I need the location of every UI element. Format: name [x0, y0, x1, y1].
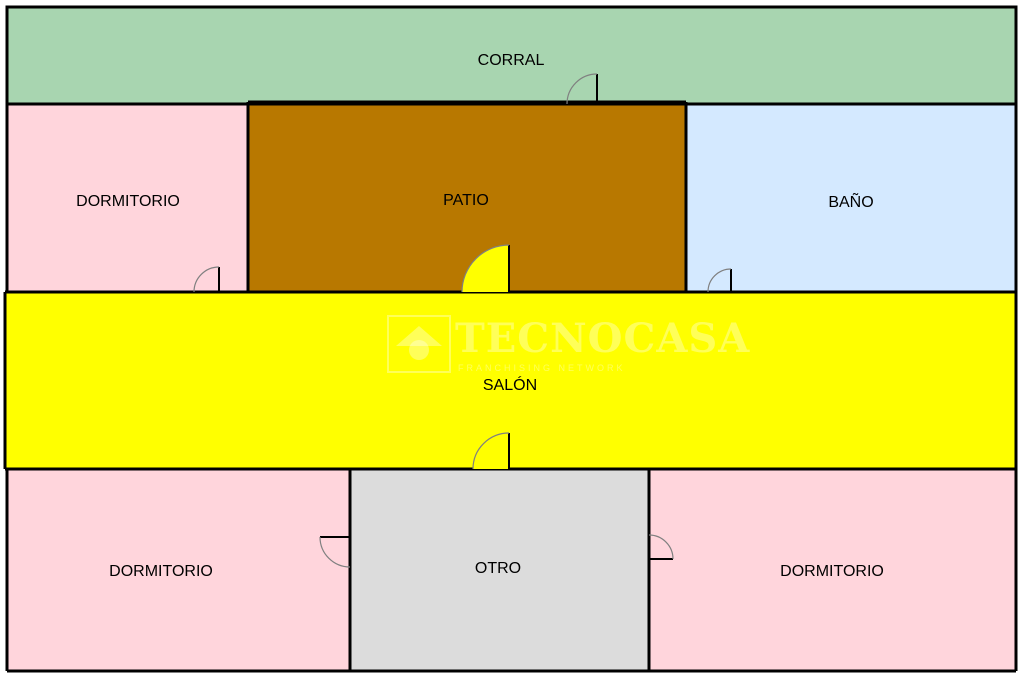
room-dormitorio-top	[7, 104, 248, 292]
room-otro	[350, 469, 649, 671]
house-logo-icon	[387, 315, 451, 373]
room-dormitorio-bottom-left	[7, 469, 350, 671]
label-dormitorio-bottom-left: DORMITORIO	[109, 563, 213, 580]
label-patio: PATIO	[443, 192, 489, 209]
label-dormitorio-top: DORMITORIO	[76, 193, 180, 210]
house-roof-shape	[396, 326, 442, 346]
door-patio-salon	[461, 244, 510, 293]
room-corral	[7, 7, 1016, 104]
room-bano	[686, 104, 1016, 292]
walls	[3, 5, 1018, 673]
door-bano	[707, 268, 732, 293]
doors	[193, 73, 732, 568]
label-otro: OTRO	[475, 560, 521, 577]
door-dormitorio-bottom-left	[319, 536, 351, 568]
door-salon-otro	[472, 432, 510, 470]
door-dormitorio-top	[193, 266, 220, 293]
room-patio	[248, 104, 686, 292]
house-body-shape	[409, 340, 429, 360]
room-salon	[5, 292, 1016, 469]
label-dormitorio-bottom-right: DORMITORIO	[780, 563, 884, 580]
door-corral-patio	[566, 73, 598, 105]
watermark-brand: TECNOCASA	[455, 315, 750, 362]
label-salon: SALÓN	[483, 375, 537, 394]
door-dormitorio-bottom-right	[648, 534, 674, 560]
label-bano: BAÑO	[828, 191, 873, 211]
room-dormitorio-bottom-right	[649, 469, 1016, 671]
label-corral: CORRAL	[478, 52, 545, 69]
tecnocasa-watermark: TECNOCASA FRANCHISING NETWORK	[387, 315, 750, 373]
watermark-tagline: FRANCHISING NETWORK	[458, 363, 626, 373]
